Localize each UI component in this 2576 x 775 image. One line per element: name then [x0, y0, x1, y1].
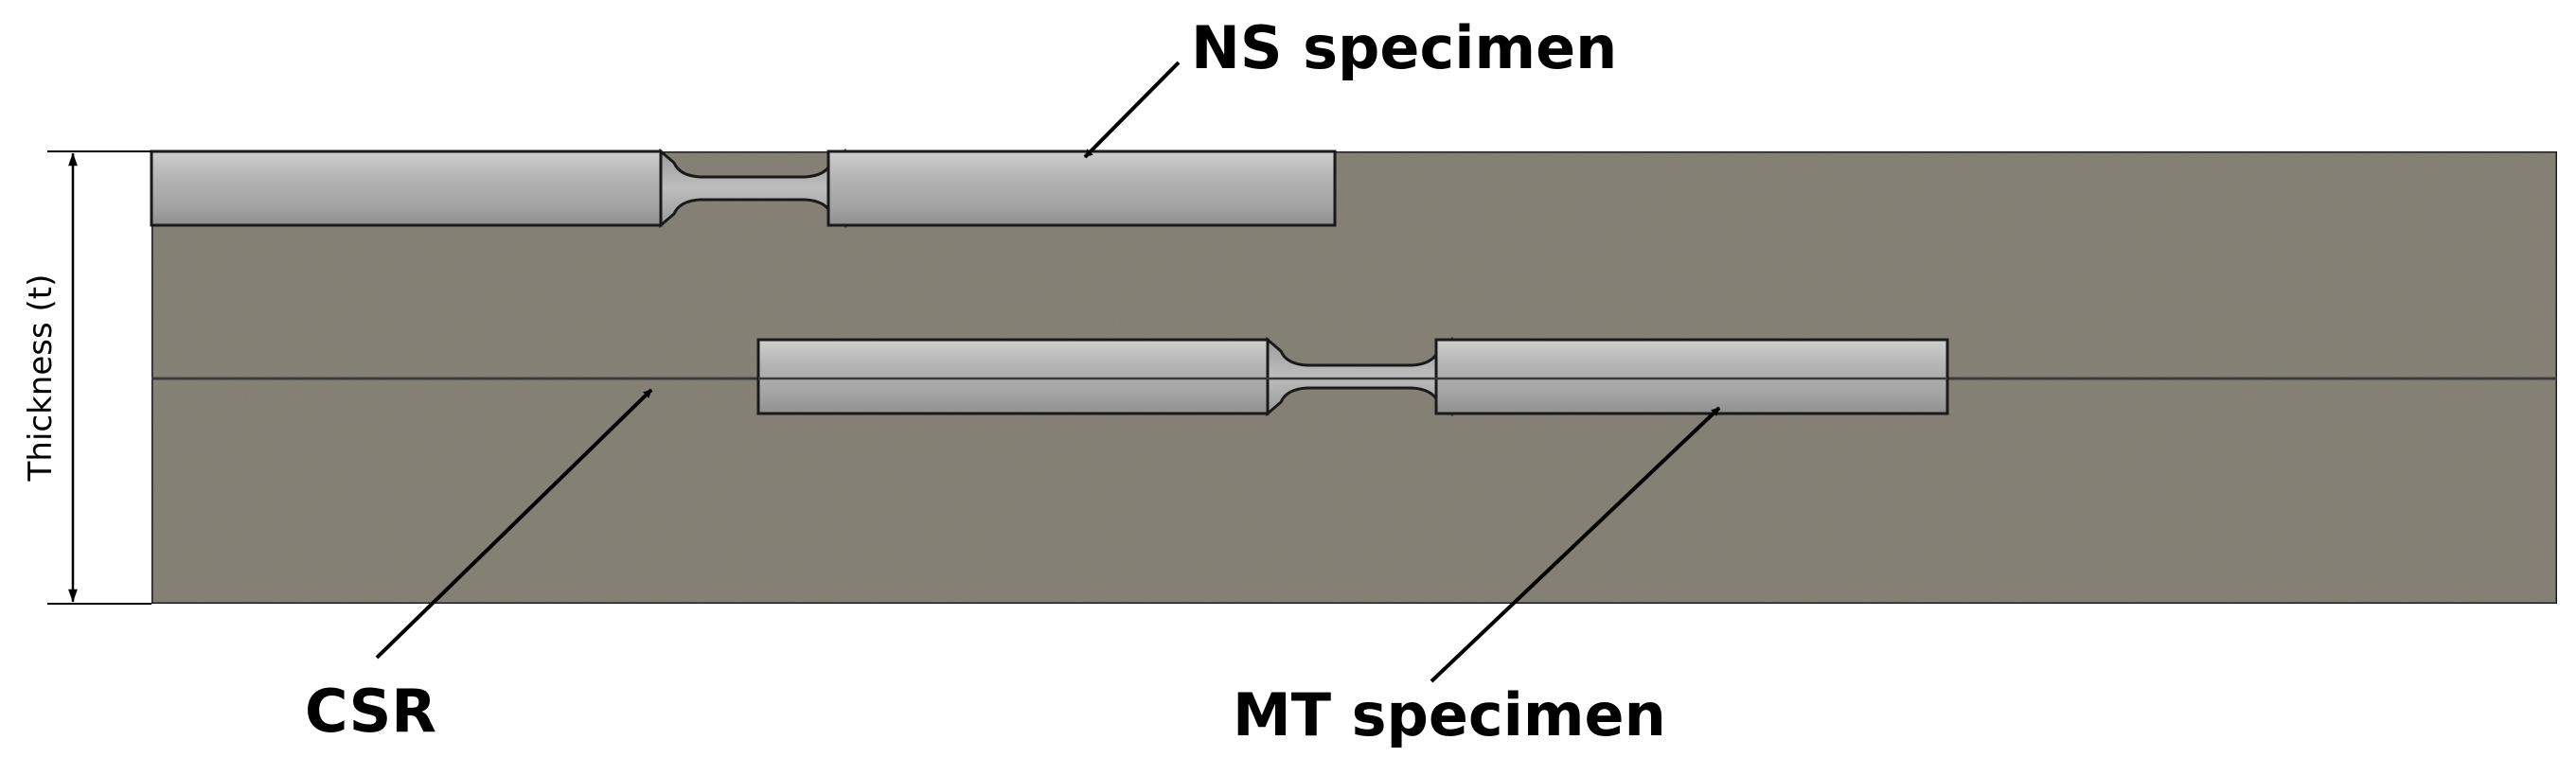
thickness-dimension: Thickness (t) [22, 150, 151, 605]
ns-specimen-callout: NS specimen [1083, 13, 1617, 159]
thickness-label: Thickness (t) [22, 274, 60, 483]
mt-specimen-arrow [1430, 406, 1721, 683]
mt-specimen-callout: MT specimen [1233, 406, 1721, 749]
mt-specimen-right-grip [1434, 338, 1949, 415]
ns-specimen-arrow [1083, 61, 1181, 159]
ns-specimen-label: NS specimen [1191, 13, 1617, 82]
mt-specimen-left-grip [756, 338, 1270, 415]
mt-specimen [756, 336, 1949, 417]
ns-specimen-left-grip [150, 150, 663, 227]
csr-callout: CSR [305, 388, 653, 746]
csr-label: CSR [305, 677, 436, 746]
csr-arrow [375, 388, 653, 660]
ns-specimen-right-grip [826, 150, 1337, 227]
mt-specimen-label: MT specimen [1233, 680, 1666, 749]
ns-specimen [150, 148, 1337, 229]
